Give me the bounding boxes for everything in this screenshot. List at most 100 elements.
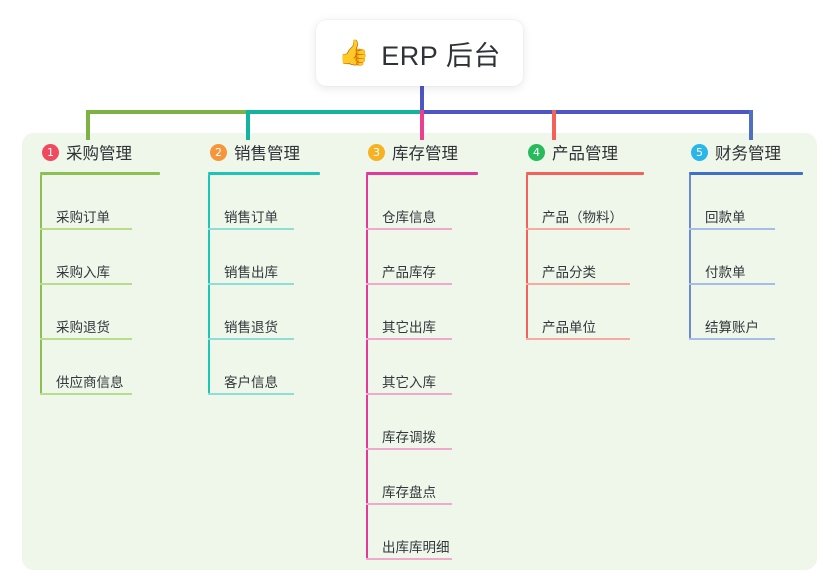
list-item-rule [526, 283, 630, 285]
column-title-product: 产品管理 [552, 145, 618, 163]
list-item-label: 付款单 [705, 265, 746, 280]
list-item-label: 库存盘点 [382, 485, 436, 500]
column-badge-finance: 5 [691, 143, 708, 161]
column-spine-purchase [40, 175, 42, 395]
column-spine-inventory [366, 175, 368, 560]
column-header-sales[interactable]: 2 销售管理 [208, 133, 348, 171]
content-panel [22, 133, 817, 570]
column-badge-purchase: 1 [42, 143, 59, 161]
list-item[interactable]: 库存调拨 [366, 395, 508, 450]
list-item[interactable]: 销售退货 [208, 285, 348, 340]
list-item-rule [208, 228, 294, 230]
list-item-label: 产品库存 [382, 265, 436, 280]
column-items-purchase: 采购订单采购入库采购退货供应商信息 [40, 175, 190, 395]
root-title: ERP 后台 [381, 40, 501, 71]
list-item-label: 采购退货 [56, 320, 110, 335]
column-title-sales: 销售管理 [234, 145, 300, 163]
thumbs-up-icon: 👍 [338, 38, 370, 67]
list-item-label: 出库库明细 [382, 540, 450, 555]
list-item-rule [689, 338, 775, 340]
list-item-label: 库存调拨 [382, 430, 436, 445]
list-item-label: 产品分类 [542, 265, 596, 280]
column-badge-inventory: 3 [368, 143, 385, 161]
list-item-label: 产品（物料） [542, 210, 623, 225]
list-item-label: 供应商信息 [56, 375, 124, 390]
list-item[interactable]: 产品库存 [366, 230, 508, 285]
connector-bus [86, 110, 753, 114]
list-item-rule [208, 338, 294, 340]
column-items-sales: 销售订单销售出库销售退货客户信息 [208, 175, 348, 395]
column-spine-sales [208, 175, 210, 395]
list-item[interactable]: 产品单位 [526, 285, 671, 340]
column-header-finance[interactable]: 5 财务管理 [689, 133, 817, 171]
column-finance: 5 财务管理回款单付款单结算账户 [671, 133, 817, 570]
list-item[interactable]: 回款单 [689, 175, 817, 230]
list-item-rule [526, 228, 630, 230]
column-spine-finance [689, 175, 691, 340]
list-item-rule [366, 503, 452, 505]
column-sales: 2 销售管理销售订单销售出库销售退货客户信息 [190, 133, 348, 570]
list-item-rule [526, 338, 630, 340]
list-item-label: 销售订单 [224, 210, 278, 225]
bus-indigo-segment [420, 110, 753, 114]
list-item-rule [40, 283, 132, 285]
list-item-label: 其它出库 [382, 320, 436, 335]
list-item-rule [40, 338, 132, 340]
list-item[interactable]: 供应商信息 [40, 340, 190, 395]
list-item-label: 客户信息 [224, 375, 278, 390]
list-item-rule [689, 283, 775, 285]
list-item-label: 采购订单 [56, 210, 110, 225]
list-item-label: 产品单位 [542, 320, 596, 335]
list-item-label: 其它入库 [382, 375, 436, 390]
list-item[interactable]: 库存盘点 [366, 450, 508, 505]
list-item[interactable]: 销售订单 [208, 175, 348, 230]
list-item[interactable]: 采购订单 [40, 175, 190, 230]
column-title-finance: 财务管理 [715, 145, 781, 163]
list-item[interactable]: 采购退货 [40, 285, 190, 340]
list-item[interactable]: 结算账户 [689, 285, 817, 340]
list-item-rule [366, 448, 452, 450]
root-stem [420, 84, 424, 114]
column-items-product: 产品（物料） 产品分类产品单位 [526, 175, 671, 340]
column-title-purchase: 采购管理 [66, 145, 132, 163]
list-item-rule [366, 393, 452, 395]
list-item-label: 销售出库 [224, 265, 278, 280]
list-item[interactable]: 采购入库 [40, 230, 190, 285]
list-item[interactable]: 仓库信息 [366, 175, 508, 230]
column-rule-inventory [366, 172, 478, 175]
connector-stems [86, 84, 753, 140]
list-item-rule [40, 393, 132, 395]
list-item-label: 销售退货 [224, 320, 278, 335]
list-item-rule [208, 283, 294, 285]
column-rule-purchase [40, 172, 160, 175]
column-items-inventory: 仓库信息产品库存其它出库其它入库库存调拨库存盘点出库库明细 [366, 175, 508, 560]
list-item[interactable]: 产品（物料） [526, 175, 671, 230]
list-item-rule [366, 338, 452, 340]
list-item[interactable]: 出库库明细 [366, 505, 508, 560]
column-spine-product [526, 175, 528, 340]
column-container: 1 采购管理采购订单采购入库采购退货供应商信息 2 销售管理销售订单销售出库销售退货客… [22, 133, 817, 570]
column-inventory: 3 库存管理仓库信息产品库存其它出库其它入库库存调拨库存盘点出库库明细 [348, 133, 508, 570]
list-item[interactable]: 销售出库 [208, 230, 348, 285]
column-badge-sales: 2 [210, 143, 227, 161]
list-item-label: 采购入库 [56, 265, 110, 280]
list-item[interactable]: 付款单 [689, 230, 817, 285]
list-item[interactable]: 客户信息 [208, 340, 348, 395]
list-item[interactable]: 其它出库 [366, 285, 508, 340]
column-rule-finance [689, 172, 803, 175]
column-rule-product [526, 172, 644, 175]
list-item[interactable]: 其它入库 [366, 340, 508, 395]
list-item-rule [689, 228, 775, 230]
bus-green-segment [86, 110, 248, 114]
bus-teal-segment [246, 110, 424, 114]
list-item-rule [366, 558, 452, 560]
list-item[interactable]: 产品分类 [526, 230, 671, 285]
list-item-rule [366, 228, 452, 230]
column-header-purchase[interactable]: 1 采购管理 [40, 133, 190, 171]
column-rule-sales [208, 172, 320, 175]
column-title-inventory: 库存管理 [392, 145, 458, 163]
column-header-inventory[interactable]: 3 库存管理 [366, 133, 508, 171]
root-node[interactable]: 👍 ERP 后台 [316, 20, 523, 86]
